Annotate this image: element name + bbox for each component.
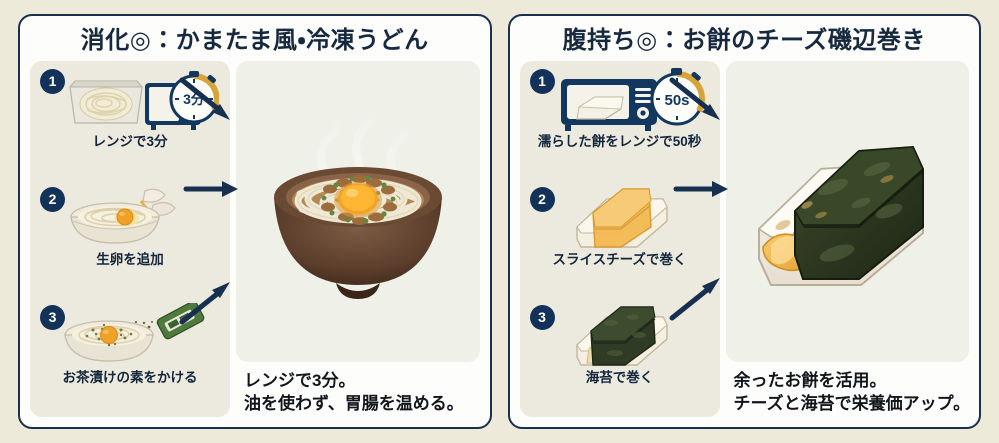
timer-text: 3分 [183, 91, 206, 107]
step-badge: 2 [40, 186, 65, 212]
list-item: 1 [34, 67, 226, 175]
recipe-card-udon: 消化◎：かまたま風・冷凍うどん 1 [18, 14, 492, 429]
step-badge: 3 [40, 304, 65, 330]
udon-bowl-ochazuke-seasoning-icon [34, 302, 226, 369]
page-title: 腹持ち◎：お餅のチーズ磯辺巻き [562, 27, 926, 54]
step-label: 生卵を追加 [96, 251, 164, 267]
hero-column: レンジで3分。 油を使わず、胃腸を温める。 [236, 60, 480, 417]
mochi-wrapped-in-cheese-icon [524, 185, 716, 251]
step-label: レンジで3分 [92, 133, 168, 149]
card-body: 1 [30, 60, 480, 417]
list-item: 1 [524, 67, 716, 175]
caption-line-1: 余ったお餅を活用。 [733, 371, 887, 391]
step-badge: 1 [529, 68, 555, 94]
step-label: 濡らした餅をレンジで50秒 [537, 133, 702, 149]
list-item: 2 [34, 185, 226, 293]
mochi-wrapped-in-nori-icon [524, 303, 716, 369]
caption-line-2: チーズと海苔で栄養価アップ。 [733, 393, 971, 413]
step-label: 海苔で巻く [585, 369, 654, 385]
steps-panel: 1 [519, 60, 720, 417]
list-item: 3 [524, 303, 716, 411]
caption-line-1: レンジで3分。 [244, 371, 356, 391]
hero-caption: レンジで3分。 油を使わず、胃腸を温める。 [236, 362, 480, 417]
udon-bowl-with-raw-egg-icon [34, 185, 226, 251]
page-title: 消化◎：かまたま風・冷凍うどん [80, 27, 429, 54]
step-badge: 1 [40, 68, 65, 94]
timer-text: 50s [664, 92, 689, 109]
card-body: 1 [519, 60, 971, 417]
step-label: お茶漬けの素をかける [62, 369, 198, 385]
step-label: スライスチーズで巻く [552, 251, 687, 267]
cheese-isobemaki-mochi-photo [725, 60, 969, 363]
recipe-card-mochi: 腹持ち◎：お餅のチーズ磯辺巻き 1 [507, 14, 981, 429]
caption-line-2: 油を使わず、胃腸を温める。 [244, 393, 464, 413]
step-badge: 3 [529, 304, 555, 330]
step-badge: 2 [529, 186, 555, 212]
hero-caption: 余ったお餅を活用。 チーズと海苔で栄養価アップ。 [726, 362, 971, 417]
list-item: 3 [34, 302, 226, 411]
steps-panel: 1 [30, 60, 230, 417]
kamatama-udon-bowl-photo [236, 60, 480, 363]
hero-column: 余ったお餅を活用。 チーズと海苔で栄養価アップ。 [725, 60, 971, 417]
list-item: 2 スライスチーズで巻く [524, 185, 716, 293]
